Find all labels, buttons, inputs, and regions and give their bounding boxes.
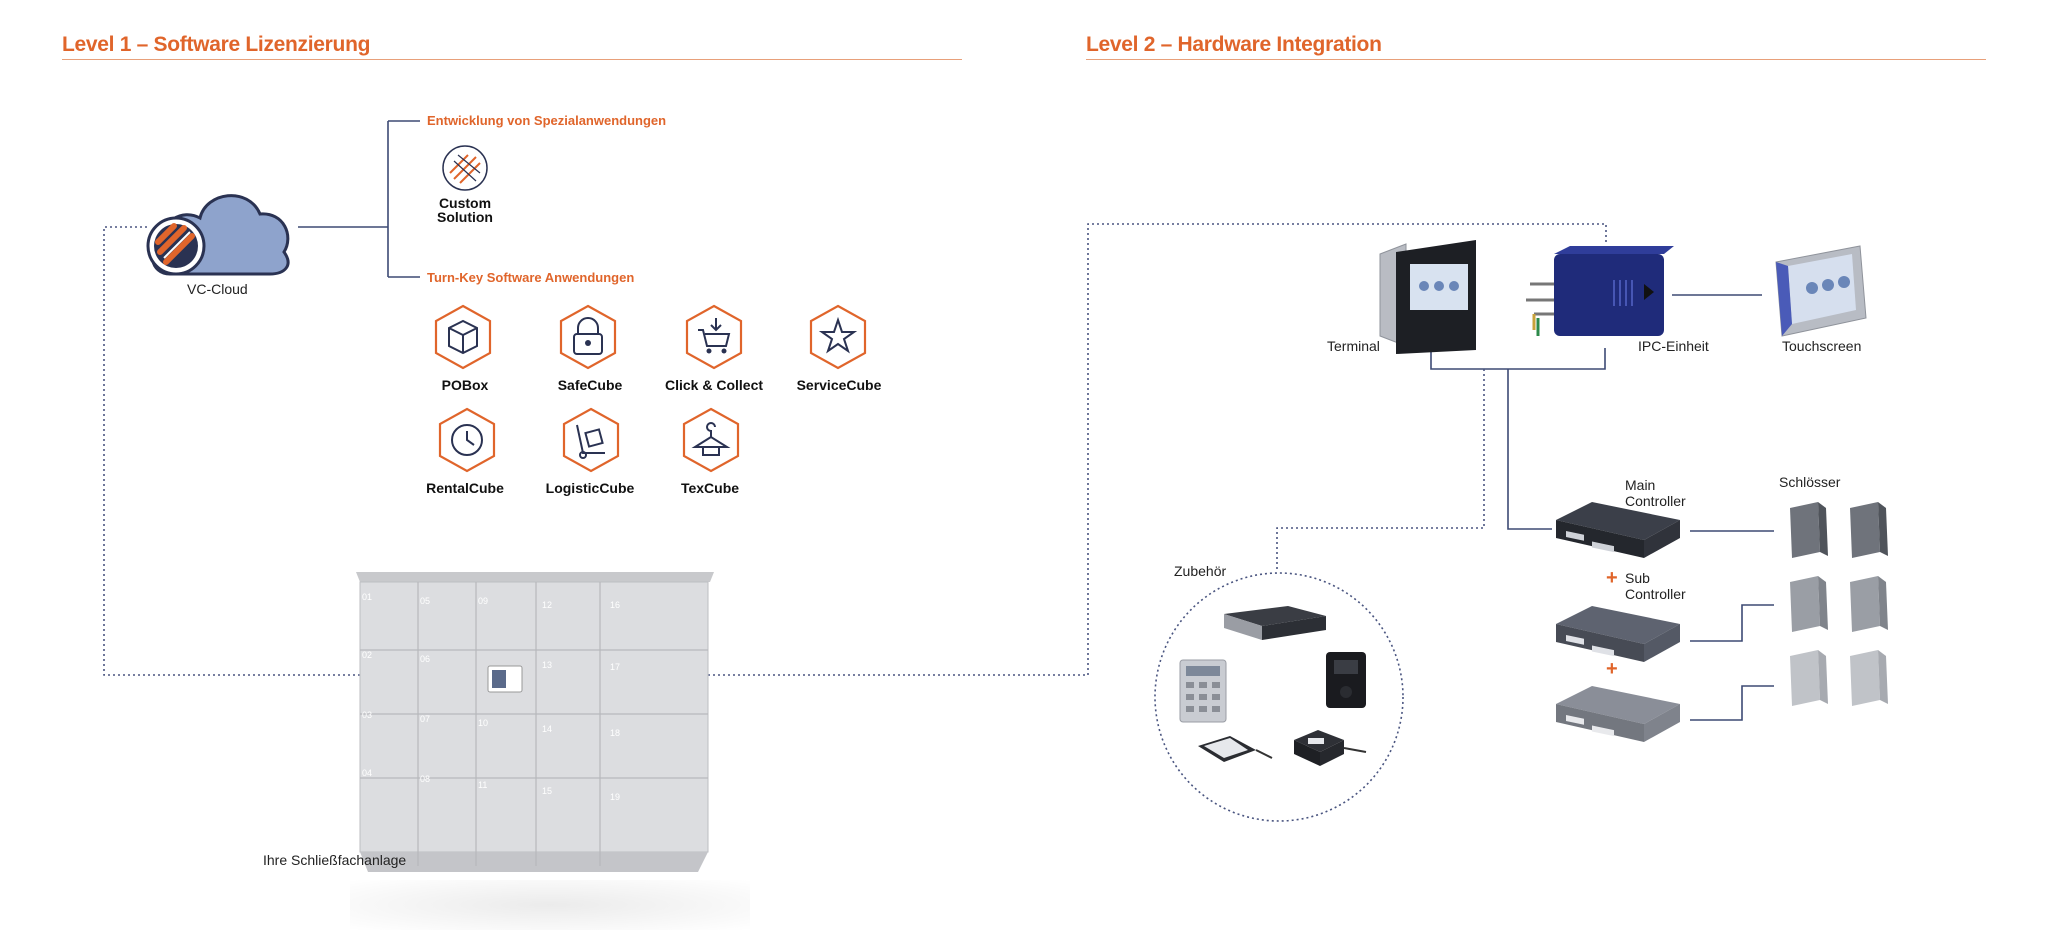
accessories-label: Zubehör bbox=[1174, 563, 1227, 579]
locker-number: 06 bbox=[420, 654, 431, 664]
locker-number: 16 bbox=[610, 600, 621, 610]
ipc-label: IPC-Einheit bbox=[1638, 338, 1709, 354]
sub-controller-device bbox=[1556, 606, 1680, 662]
network-switch-icon bbox=[1224, 606, 1326, 640]
touchscreen-label: Touchscreen bbox=[1782, 338, 1862, 354]
locker-shadow bbox=[350, 880, 750, 930]
ipc-unit-device bbox=[1526, 246, 1674, 336]
custom-solution-icon bbox=[442, 145, 488, 191]
card-reader-icon bbox=[1326, 652, 1366, 708]
main-controller-label: Main Controller bbox=[1625, 477, 1745, 509]
star-icon bbox=[809, 304, 867, 370]
custom-label: Custom Solution bbox=[405, 196, 525, 224]
touchscreen-device bbox=[1775, 245, 1867, 337]
locker-unit bbox=[356, 572, 714, 872]
locks-group bbox=[1790, 502, 1888, 706]
locker-number: 14 bbox=[542, 724, 553, 734]
locker-number: 07 bbox=[420, 714, 431, 724]
cloud-icon bbox=[146, 194, 290, 276]
locker-number: 12 bbox=[542, 600, 553, 610]
locker-number: 04 bbox=[362, 768, 373, 778]
sub-controller-label: Sub Controller bbox=[1625, 570, 1745, 602]
app-label-logisticcube: LogisticCube bbox=[545, 480, 635, 496]
sub2-locks-line bbox=[1690, 685, 1774, 721]
barcode-scanner-icon bbox=[1294, 730, 1367, 766]
locker-number: 15 bbox=[542, 786, 553, 796]
level2-title: Level 2 – Hardware Integration bbox=[1086, 33, 1382, 56]
locker-number: 01 bbox=[362, 592, 373, 602]
sub-locks-line bbox=[1690, 604, 1774, 642]
clock-icon bbox=[438, 407, 496, 473]
box-icon bbox=[434, 304, 492, 370]
lock-icon bbox=[559, 304, 617, 370]
cart-icon bbox=[685, 304, 743, 370]
software-branch-line bbox=[387, 120, 420, 278]
locker-number: 03 bbox=[362, 710, 373, 720]
custom-label-line1: Custom bbox=[438, 195, 492, 211]
locker-number: 02 bbox=[362, 650, 373, 660]
cloud-dotted-connector bbox=[103, 223, 1607, 676]
level1-title: Level 1 – Software Lizenzierung bbox=[62, 33, 371, 56]
sub-controller-line1: Sub bbox=[1625, 570, 1650, 586]
turnkey-heading: Turn-Key Software Anwendungen bbox=[427, 270, 635, 285]
locker-number: 19 bbox=[610, 792, 621, 802]
sub-controller-device-2 bbox=[1556, 686, 1680, 742]
sensor-box-icon bbox=[1198, 736, 1273, 762]
locker-number: 05 bbox=[420, 596, 431, 606]
main-controller-line1: Main bbox=[1625, 477, 1656, 493]
level1-title-rule bbox=[62, 59, 962, 60]
app-label-servicecube: ServiceCube bbox=[796, 377, 882, 393]
app-label-pobox: POBox bbox=[441, 377, 489, 393]
main-controller-line2: Controller bbox=[1625, 493, 1686, 509]
hanger-icon bbox=[682, 407, 740, 473]
app-label-click-collect: Click & Collect bbox=[664, 377, 764, 393]
app-label-texcube: TexCube bbox=[680, 480, 740, 496]
main-controller-line bbox=[1507, 369, 1552, 530]
locker-number: 17 bbox=[610, 662, 621, 672]
locker-number: 10 bbox=[478, 718, 489, 728]
custom-label-line2: Solution bbox=[437, 209, 493, 225]
accessories-dotted-line bbox=[1276, 369, 1485, 572]
locks-label: Schlösser bbox=[1779, 474, 1841, 490]
main-controller-device bbox=[1556, 502, 1680, 558]
app-label-rentalcube: RentalCube bbox=[426, 480, 504, 496]
lock-row-2 bbox=[1790, 576, 1888, 632]
locker-number: 13 bbox=[542, 660, 553, 670]
plus-sign: + bbox=[1606, 567, 1618, 589]
locker-number: 09 bbox=[478, 596, 489, 606]
app-label-safecube: SafeCube bbox=[557, 377, 623, 393]
accessories-circle bbox=[1154, 572, 1404, 822]
sub-controller-line2: Controller bbox=[1625, 586, 1686, 602]
cloud-label: VC-Cloud bbox=[187, 281, 248, 297]
plus-sign: + bbox=[1606, 658, 1618, 680]
keypad-icon bbox=[1179, 659, 1227, 723]
locker-number: 11 bbox=[478, 780, 488, 790]
lock-row-3 bbox=[1790, 650, 1888, 706]
level2-title-rule bbox=[1086, 59, 1986, 60]
accessories-devices bbox=[1179, 606, 1367, 766]
locker-number: 18 bbox=[610, 728, 621, 738]
custom-heading: Entwicklung von Spezialanwendungen bbox=[427, 113, 667, 128]
terminal-label: Terminal bbox=[1327, 338, 1380, 354]
terminal-ipc-bracket bbox=[1430, 348, 1606, 370]
locker-label: Ihre Schließfachanlage bbox=[263, 852, 407, 868]
lock-row-1 bbox=[1790, 502, 1888, 558]
terminal-device bbox=[1379, 240, 1476, 354]
locker-number: 08 bbox=[420, 774, 431, 784]
hand-truck-icon bbox=[562, 407, 620, 473]
